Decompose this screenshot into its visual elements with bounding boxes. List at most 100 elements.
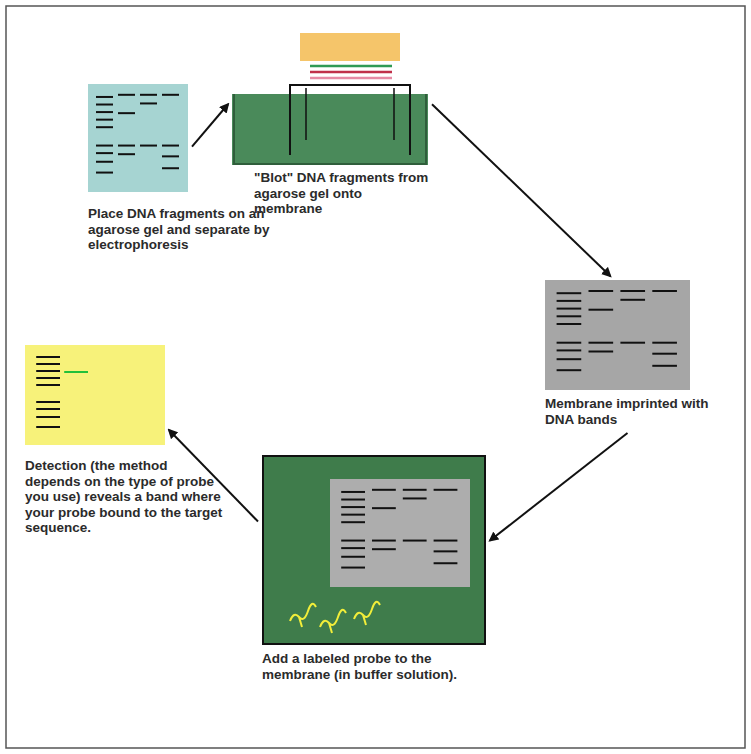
dna-band	[96, 172, 113, 174]
tank-illustration	[232, 30, 428, 165]
wick-edge	[306, 88, 394, 140]
dna-band	[557, 369, 582, 371]
dna-band	[341, 540, 365, 542]
band-group	[341, 490, 457, 568]
agarose-gel	[88, 84, 188, 192]
probe-band	[64, 371, 88, 373]
dna-band	[652, 342, 677, 344]
dna-band	[434, 562, 458, 564]
dna-band	[118, 145, 135, 147]
dna-band	[36, 363, 60, 365]
dna-band	[140, 145, 157, 147]
labeled-probe	[290, 604, 316, 627]
flow-arrow	[432, 104, 610, 276]
step-caption: Membrane imprinted with DNA bands	[545, 396, 710, 427]
step-panel: "Blot" DNA fragments from agarose gel on…	[232, 30, 434, 219]
dna-band	[341, 491, 365, 493]
buffer-tray	[232, 94, 428, 165]
detect-drawing	[25, 345, 165, 445]
paper-stack	[300, 33, 400, 61]
membrane	[545, 280, 690, 390]
dna-band	[341, 556, 365, 558]
labeled-probe	[354, 602, 380, 625]
labeled-probe	[320, 610, 346, 633]
dna-band	[341, 521, 365, 523]
dna-band	[434, 550, 458, 552]
dna-band	[36, 370, 60, 372]
dna-band	[620, 299, 645, 301]
step-panel: Membrane imprinted with DNA bands	[545, 280, 710, 429]
dna-band	[652, 353, 677, 355]
dna-band	[36, 408, 60, 410]
dna-band	[96, 96, 113, 98]
dna-band	[557, 323, 582, 325]
dna-band	[652, 290, 677, 292]
dna-band	[372, 548, 396, 550]
dna-band	[557, 300, 582, 302]
dna-band	[162, 145, 179, 147]
membrane-layer	[310, 65, 392, 68]
gel-drawing	[88, 84, 188, 192]
dna-band	[557, 342, 582, 344]
dna-band	[162, 167, 179, 169]
dna-band	[434, 489, 458, 491]
dna-band	[403, 489, 427, 491]
dna-band	[36, 377, 60, 379]
dna-band	[118, 94, 135, 96]
dna-band	[36, 401, 60, 403]
dna-band	[118, 112, 135, 114]
membrane	[330, 479, 470, 587]
dna-band	[557, 292, 582, 294]
dna-band	[96, 104, 113, 106]
dna-band	[620, 342, 645, 344]
dna-band	[96, 119, 113, 121]
dna-band	[557, 315, 582, 317]
hyb-drawing	[262, 455, 486, 645]
dna-band	[589, 309, 614, 311]
dna-band	[589, 351, 614, 353]
dna-band	[341, 499, 365, 501]
step-panel: Detection (the method depends on the typ…	[25, 345, 225, 538]
dna-band	[341, 506, 365, 508]
dna-band	[341, 547, 365, 549]
dna-band	[403, 540, 427, 542]
dna-band	[557, 349, 582, 351]
dna-band	[372, 489, 396, 491]
gel-illustration	[88, 84, 188, 192]
dna-band	[36, 416, 60, 418]
dna-band	[589, 342, 614, 344]
detect-illustration	[25, 345, 165, 445]
dna-band	[341, 567, 365, 569]
dna-band	[403, 497, 427, 499]
dna-band	[36, 426, 60, 428]
dna-band	[162, 155, 179, 157]
tank-drawing	[232, 30, 428, 165]
step-panel: Add a labeled probe to the membrane (in …	[262, 455, 502, 684]
detection-film	[25, 345, 165, 445]
support-platform	[290, 85, 410, 155]
dna-band	[96, 152, 113, 154]
dna-band	[372, 507, 396, 509]
hybridization-bag	[263, 456, 485, 644]
membrane-illustration	[545, 280, 690, 390]
step-caption: Detection (the method depends on the typ…	[25, 458, 225, 536]
step-caption: "Blot" DNA fragments from agarose gel on…	[254, 170, 434, 217]
dna-band	[36, 356, 60, 358]
flow-arrow	[490, 433, 628, 541]
step-caption: Add a labeled probe to the membrane (in …	[262, 651, 502, 682]
flow-arrow	[192, 104, 228, 146]
gel-layer	[310, 71, 392, 74]
dna-band	[434, 540, 458, 542]
wick-layer	[310, 77, 392, 80]
dna-band	[140, 102, 157, 104]
hyb-illustration	[262, 455, 486, 645]
dna-band	[341, 514, 365, 516]
dna-band	[118, 153, 135, 155]
dna-band	[96, 161, 113, 163]
frame-border	[6, 6, 745, 748]
dna-band	[557, 358, 582, 360]
membrane-drawing	[545, 280, 690, 390]
dna-band	[652, 365, 677, 367]
tray-rim	[234, 94, 426, 164]
dna-band	[557, 308, 582, 310]
